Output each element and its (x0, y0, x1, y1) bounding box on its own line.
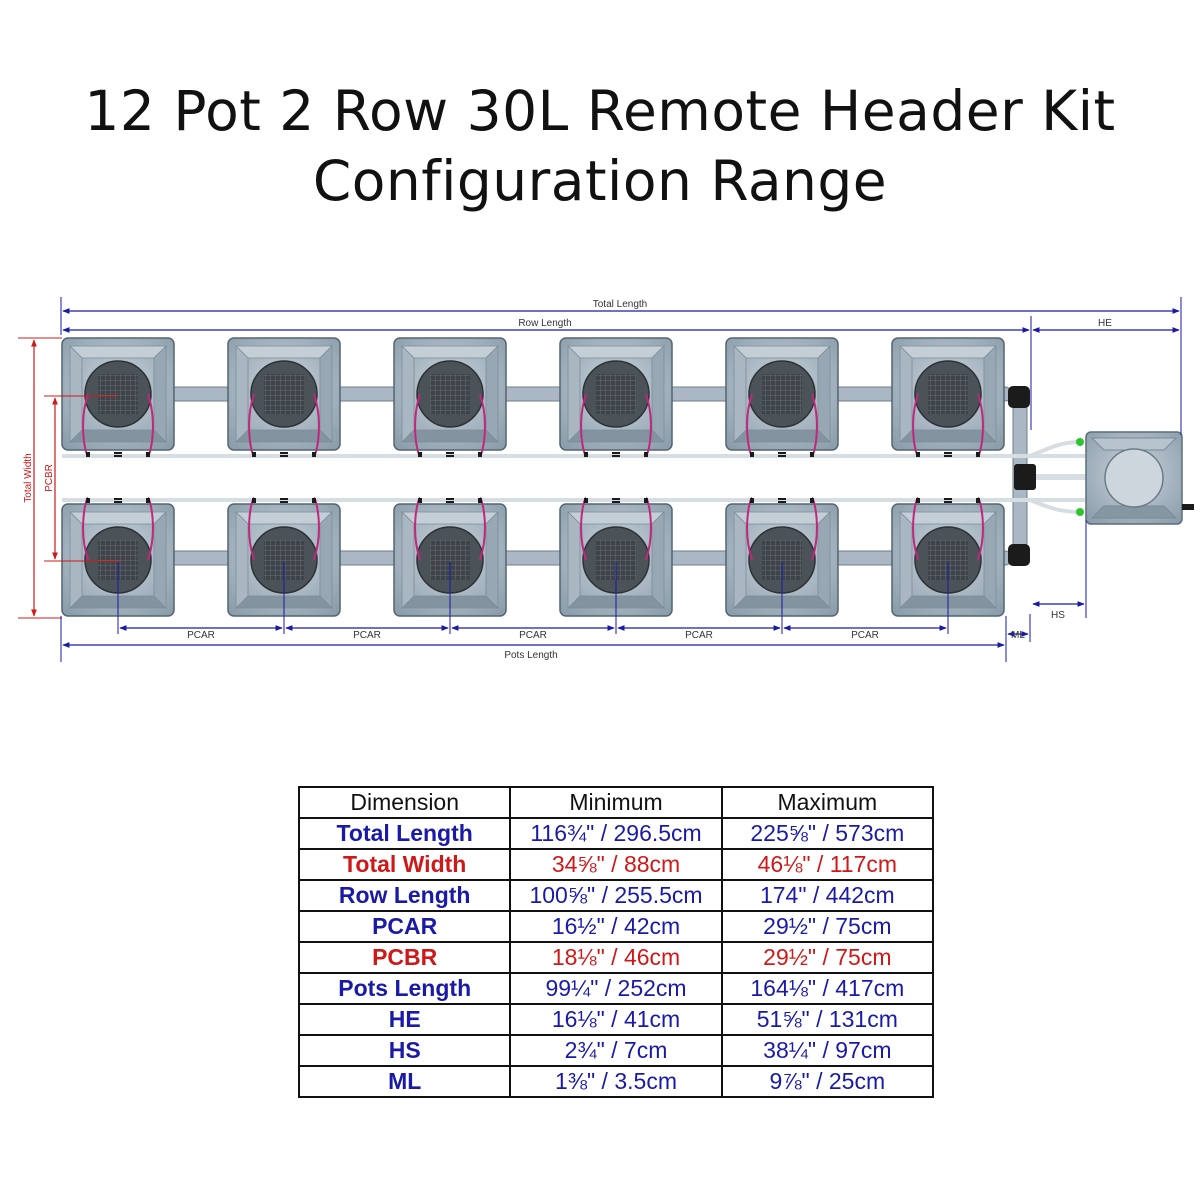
dimension-cell: ML (297, 1065, 512, 1098)
total-length-label: Total Length (593, 299, 648, 310)
maximum-cell: 164⅛" / 417cm (720, 972, 935, 1005)
pot (559, 337, 673, 457)
total-width-label: Total Width (23, 453, 34, 502)
dimension-cell: PCAR (297, 910, 512, 943)
elbow-bottom (1008, 544, 1030, 566)
minimum-cell: 2¾" / 7cm (509, 1034, 723, 1067)
minimum-cell: 16⅛" / 41cm (509, 1003, 723, 1036)
maximum-cell: 29½" / 75cm (720, 941, 935, 974)
minimum-cell: 100⅝" / 255.5cm (509, 879, 723, 912)
pot (891, 337, 1005, 457)
pcar-label: PCAR (685, 630, 713, 641)
maximum-cell: 9⅞" / 25cm (720, 1065, 935, 1098)
dimension-cell: Pots Length (297, 972, 512, 1005)
pcar-label: PCAR (851, 630, 879, 641)
table-header-row: Dimension Minimum Maximum (297, 786, 935, 819)
maximum-cell: 51⅝" / 131cm (720, 1003, 935, 1036)
pcar-label: PCAR (519, 630, 547, 641)
maximum-cell: 46⅛" / 117cm (720, 848, 935, 881)
pot (559, 497, 673, 617)
pot (393, 497, 507, 617)
minimum-cell: 99¼" / 252cm (509, 972, 723, 1005)
pot (725, 337, 839, 457)
dimension-cell: HE (297, 1003, 512, 1036)
maximum-cell: 38¼" / 97cm (720, 1034, 935, 1067)
elbow-top (1008, 386, 1030, 408)
dimension-cell: PCBR (297, 941, 512, 974)
pot (227, 497, 341, 617)
maximum-cell: 29½" / 75cm (720, 910, 935, 943)
row-length-label: Row Length (518, 318, 571, 329)
pot (725, 497, 839, 617)
pcar-label: PCAR (187, 630, 215, 641)
green-connector-bottom (1076, 508, 1084, 516)
pot (61, 337, 175, 457)
minimum-cell: 1⅜" / 3.5cm (509, 1065, 723, 1098)
dimension-cell: HS (297, 1034, 512, 1067)
dimension-cell: Total Length (297, 817, 512, 850)
pcbr-label: PCBR (44, 464, 55, 492)
pot-array (44, 337, 1005, 617)
dimension-cell: Total Width (297, 848, 512, 881)
header-minimum: Minimum (509, 786, 723, 819)
configuration-diagram: Total Length Row Length HE Total Width P… (18, 297, 1194, 662)
maximum-cell: 174" / 442cm (720, 879, 935, 912)
header-maximum: Maximum (720, 786, 935, 819)
maximum-cell: 225⅝" / 573cm (720, 817, 935, 850)
title-line-1: 12 Pot 2 Row 30L Remote Header Kit (84, 79, 1116, 143)
dimension-lines: Total Length Row Length HE Total Width P… (18, 297, 1182, 662)
remote-header-tank (1085, 431, 1194, 525)
minimum-cell: 116¾" / 296.5cm (509, 817, 723, 850)
minimum-cell: 16½" / 42cm (509, 910, 723, 943)
minimum-cell: 18⅛" / 46cm (509, 941, 723, 974)
he-label: HE (1098, 318, 1112, 329)
header-hose-top (1029, 440, 1081, 458)
pcar-label: PCAR (353, 630, 381, 641)
pot (891, 497, 1005, 617)
pots-length-label: Pots Length (504, 650, 557, 661)
ml-label: ML (1011, 630, 1025, 641)
minimum-cell: 34⅝" / 88cm (509, 848, 723, 881)
page-title: 12 Pot 2 Row 30L Remote Header Kit Confi… (0, 76, 1200, 216)
pot (61, 497, 175, 617)
green-connector-top (1076, 438, 1084, 446)
pot (393, 337, 507, 457)
header-dimension: Dimension (297, 786, 512, 819)
pot (227, 337, 341, 457)
hs-label: HS (1051, 610, 1065, 621)
title-line-2: Configuration Range (312, 149, 888, 213)
pcar-dimensions: PCAR PCAR PCAR PCAR PCAR (117, 562, 949, 641)
dimension-cell: Row Length (297, 879, 512, 912)
tee-connector (1014, 464, 1036, 490)
header-hose-bottom (1029, 498, 1081, 514)
